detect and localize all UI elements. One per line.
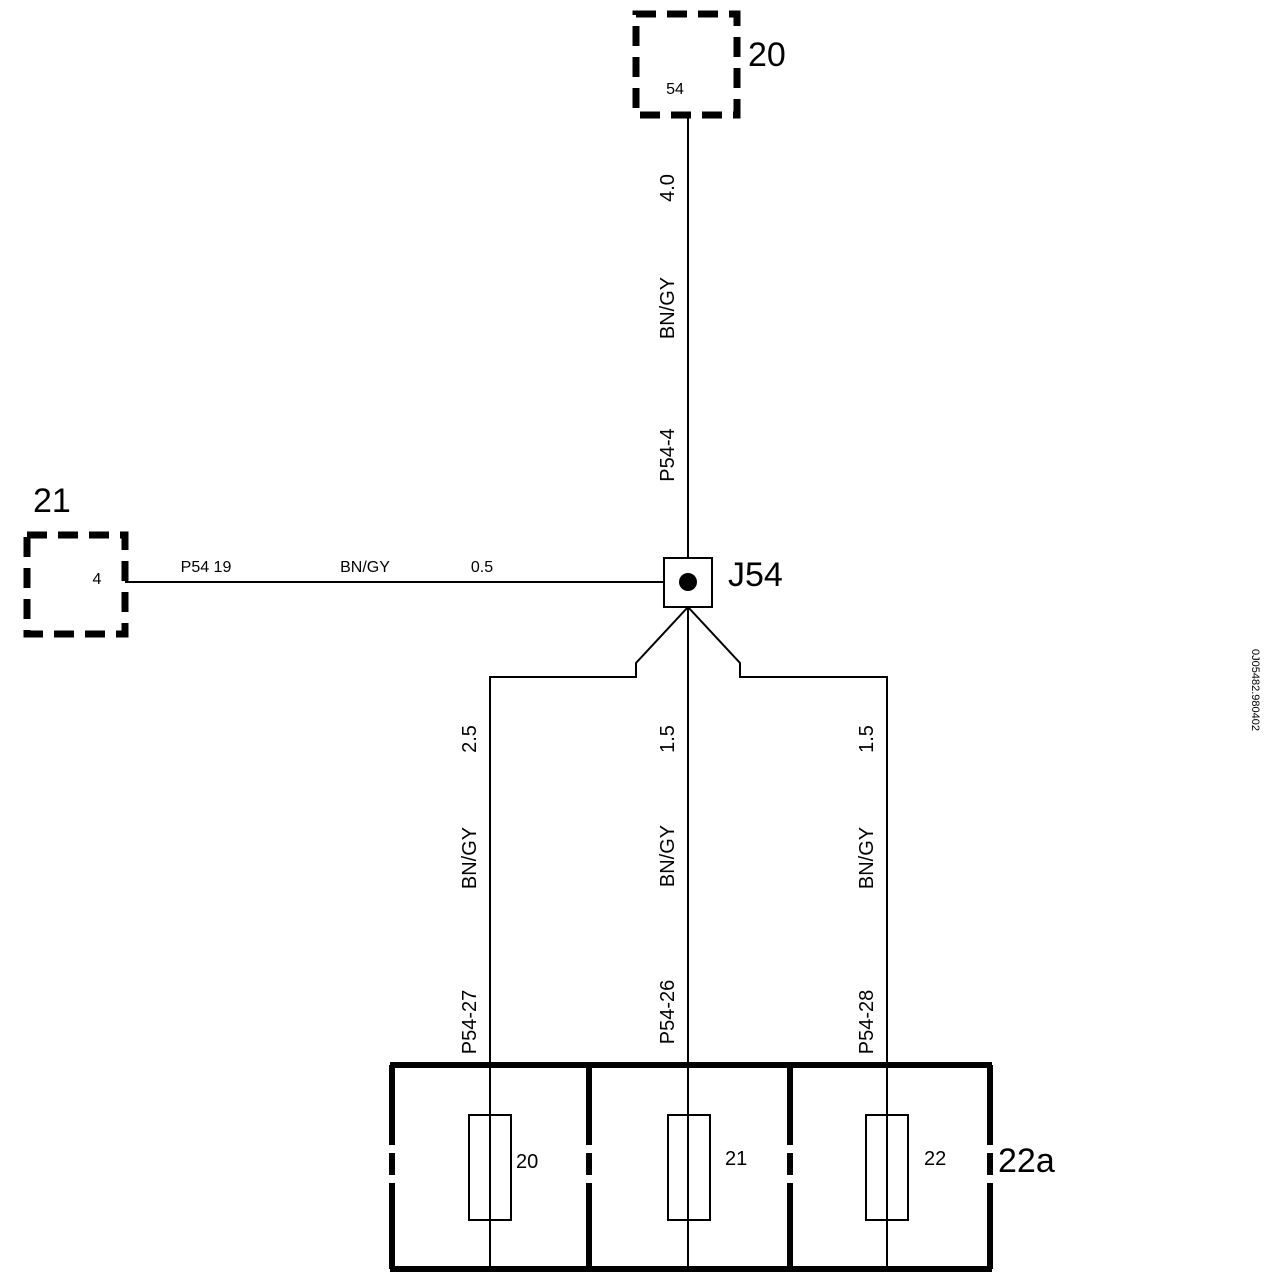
wire-top-gauge: 4.0	[657, 174, 679, 202]
component-20: 20 54	[632, 10, 786, 119]
wire-fuse22-line	[687, 606, 888, 1268]
fuse-22: 22	[865, 1114, 946, 1221]
component-21-outline	[23, 531, 129, 638]
component-21: 21 4	[23, 482, 129, 638]
fuse-22-label: 22	[924, 1148, 946, 1170]
component-20-ref: 20	[748, 36, 786, 74]
wire-top: 4.0 BN/GY P54-4	[657, 115, 689, 558]
wire-fuse22-gauge: 1.5	[856, 725, 878, 753]
wire-fuse20-gauge: 2.5	[459, 725, 481, 753]
splice-ref: J54	[728, 556, 783, 594]
wire-top-circuit: P54-4	[657, 428, 679, 481]
wire-fuse21-color: BN/GY	[657, 825, 679, 887]
splice-node	[679, 573, 697, 591]
splice-j54: J54	[663, 556, 783, 608]
wire-fuse21-circuit: P54-26	[657, 980, 679, 1045]
fuse-20: 20	[468, 1114, 538, 1221]
wire-fuse20-color: BN/GY	[459, 827, 481, 889]
wire-fuse21-labels: 1.5 BN/GY P54-26	[657, 725, 679, 1044]
fuse-21-label: 21	[725, 1148, 747, 1170]
fuse-20-label: 20	[516, 1151, 538, 1173]
wire-fuse20-labels: 2.5 BN/GY P54-27	[459, 725, 481, 1054]
wire-fuse22-color: BN/GY	[856, 827, 878, 889]
fusebox-ref: 22a	[998, 1142, 1055, 1180]
wire-fuse20-circuit: P54-27	[459, 990, 481, 1055]
fusebox-22a: 20 21 22 22a	[389, 1062, 1055, 1272]
fuse-21: 21	[667, 1114, 747, 1221]
wire-left: P54 19 BN/GY 0.5	[125, 559, 664, 583]
wire-fuse22-labels: 1.5 BN/GY P54-28	[856, 725, 878, 1054]
component-20-pin: 54	[666, 81, 684, 98]
wire-left-circuit: P54 19	[181, 559, 232, 576]
component-21-ref: 21	[33, 482, 71, 520]
drawing-code: 0J05482.980402	[1249, 649, 1261, 731]
wire-fuse22-circuit: P54-28	[856, 990, 878, 1055]
component-21-pin: 4	[93, 571, 102, 588]
wire-fuse20-line	[489, 606, 689, 1268]
wire-fuse21-gauge: 1.5	[657, 725, 679, 753]
wire-left-color: BN/GY	[340, 559, 390, 576]
wire-left-gauge: 0.5	[471, 559, 493, 576]
component-20-outline	[632, 10, 741, 119]
wire-top-color: BN/GY	[657, 277, 679, 339]
